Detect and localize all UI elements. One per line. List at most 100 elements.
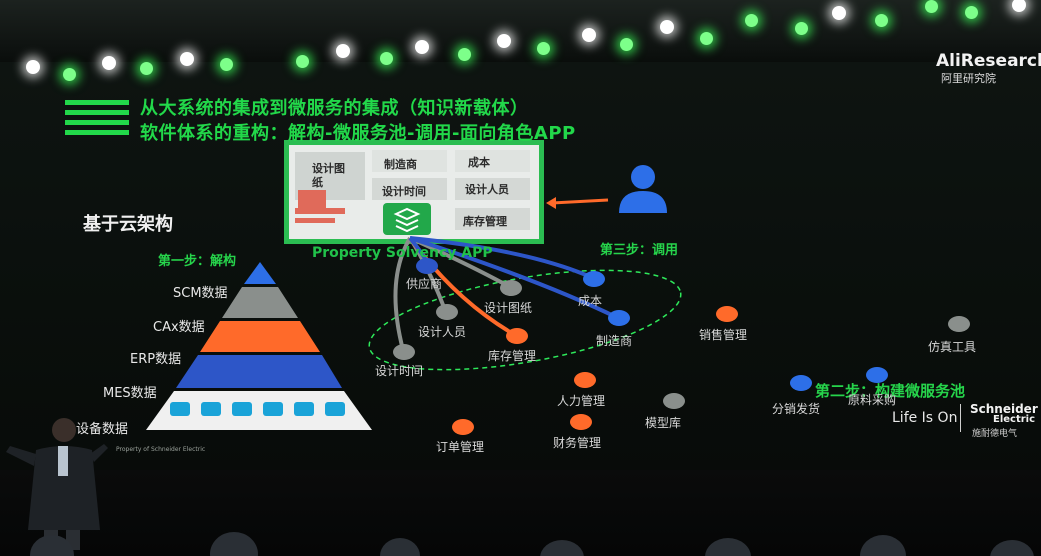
app-tile-cost: 成本: [468, 156, 490, 169]
schneider-logo: Schneider: [970, 402, 1038, 416]
title-bar: [65, 110, 129, 115]
stage-light: [220, 58, 233, 71]
stage-light: [102, 56, 116, 70]
user-icon-body: [619, 191, 667, 213]
pyramid-layer-base: [146, 391, 372, 430]
title-bar: [65, 130, 129, 135]
step-1-label: 第一步：解构: [158, 254, 237, 269]
audience-head: [860, 535, 906, 556]
stage-light: [537, 42, 550, 55]
stage-light: [63, 68, 76, 81]
stage-light: [795, 22, 808, 35]
stage-light: [296, 55, 309, 68]
stage-light: [925, 0, 938, 13]
pyramid-layer-cax: [200, 321, 320, 352]
service-node-distribution: [790, 375, 812, 391]
service-label-model-lib: 模型库: [645, 416, 682, 430]
service-node-cost: [583, 271, 605, 287]
stage-light: [832, 6, 846, 20]
audience-head: [540, 540, 584, 556]
stage-light: [415, 40, 429, 54]
service-node-manufacturer: [608, 310, 630, 326]
audience-head: [990, 540, 1034, 556]
pyramid-layer-top: [244, 262, 276, 284]
stage-light: [380, 52, 393, 65]
mockup-thumbnail: [298, 190, 326, 208]
section-title: 基于云架构: [83, 214, 173, 235]
device-blocks: [170, 402, 345, 416]
service-label-distribution: 分销发货: [772, 402, 821, 416]
service-label-sales: 销售管理: [699, 328, 748, 342]
service-label-hr: 人力管理: [557, 394, 606, 408]
service-label-supplier: 供应商: [406, 277, 443, 291]
pyramid-layer-erp: [176, 355, 342, 388]
service-pool-outline: [368, 269, 682, 371]
app-tile-bg: [372, 178, 447, 200]
service-node-designer: [436, 304, 458, 320]
user-icon: [631, 165, 655, 189]
app-tile-designer: 设计人员: [465, 183, 509, 196]
schneider-logo-cn: 施耐德电气: [972, 429, 1018, 439]
service-node-design-time: [393, 344, 415, 360]
title-bar: [65, 100, 129, 105]
stage-light: [1012, 0, 1026, 12]
service-node-supplier: [416, 258, 438, 274]
pyramid-label-erp: ERP数据: [130, 352, 182, 367]
app-tile-bg: [455, 208, 530, 230]
service-label-simulation: 仿真工具: [928, 340, 977, 354]
service-label-manufacturer: 制造商: [596, 334, 633, 348]
service-label-design-time: 设计时间: [375, 364, 424, 378]
title-bar: [65, 120, 129, 125]
app-name: Property Solvency APP: [312, 245, 493, 261]
service-node-finance: [570, 414, 592, 430]
call-arrow: [551, 198, 609, 205]
app-tile-manufacturer: 制造商: [384, 158, 417, 171]
service-label-cost: 成本: [578, 294, 603, 308]
app-tile-design-time: 设计时间: [382, 185, 426, 198]
layers-icon: [393, 207, 421, 233]
audience-head: [705, 538, 751, 556]
stage-light: [620, 38, 633, 51]
mockup-red-bar: [295, 208, 345, 214]
stage-light: [582, 28, 596, 42]
slide-title-line-2: 软件体系的重构：解构-微服务池-调用-面向角色APP: [140, 123, 576, 144]
app-tile-bg: [455, 178, 530, 200]
service-node-simulation: [948, 316, 970, 332]
service-node-procurement: [866, 367, 888, 383]
pyramid-label-cax: CAx数据: [153, 320, 205, 335]
stage-light: [660, 20, 674, 34]
app-tile-bg: [372, 150, 447, 172]
pyramid-layer-scm: [222, 287, 298, 318]
app-tile-drawing: 设计图纸: [312, 162, 345, 189]
stage-light: [180, 52, 194, 66]
schneider-logo-line2: Electric: [993, 414, 1036, 425]
call-arrow-head: [546, 197, 556, 209]
stage-light: [875, 14, 888, 27]
service-node-order: [452, 419, 474, 435]
stage-light: [336, 44, 350, 58]
mockup-red-bar: [295, 218, 335, 223]
service-label-inventory: 库存管理: [488, 349, 537, 363]
logo-divider: [960, 404, 961, 432]
copyright-note: Property of Schneider Electric: [116, 446, 206, 453]
service-label-designer: 设计人员: [418, 325, 467, 339]
aliresearch-logo: AliResearch: [936, 51, 1041, 71]
service-label-order: 订单管理: [436, 440, 485, 454]
service-node-hr: [574, 372, 596, 388]
step-2-label: 第二步：构建微服务池: [815, 382, 966, 400]
service-label-procurement: 原料采购: [848, 393, 897, 407]
stage-light: [965, 6, 978, 19]
stage-light: [26, 60, 40, 74]
stage-light: [140, 62, 153, 75]
app-tile-bg: [455, 150, 530, 172]
service-node-design-drawing: [500, 280, 522, 296]
presenter: [6, 418, 108, 550]
app-tile-inventory: 库存管理: [463, 215, 507, 228]
slogan: Life Is On: [892, 410, 958, 426]
lighting-truss: [0, 0, 1041, 70]
service-node-model-lib: [663, 393, 685, 409]
stage-light: [745, 14, 758, 27]
aliresearch-logo-cn: 阿里研究院: [941, 72, 996, 85]
service-label-design-drawing: 设计图纸: [484, 301, 533, 315]
